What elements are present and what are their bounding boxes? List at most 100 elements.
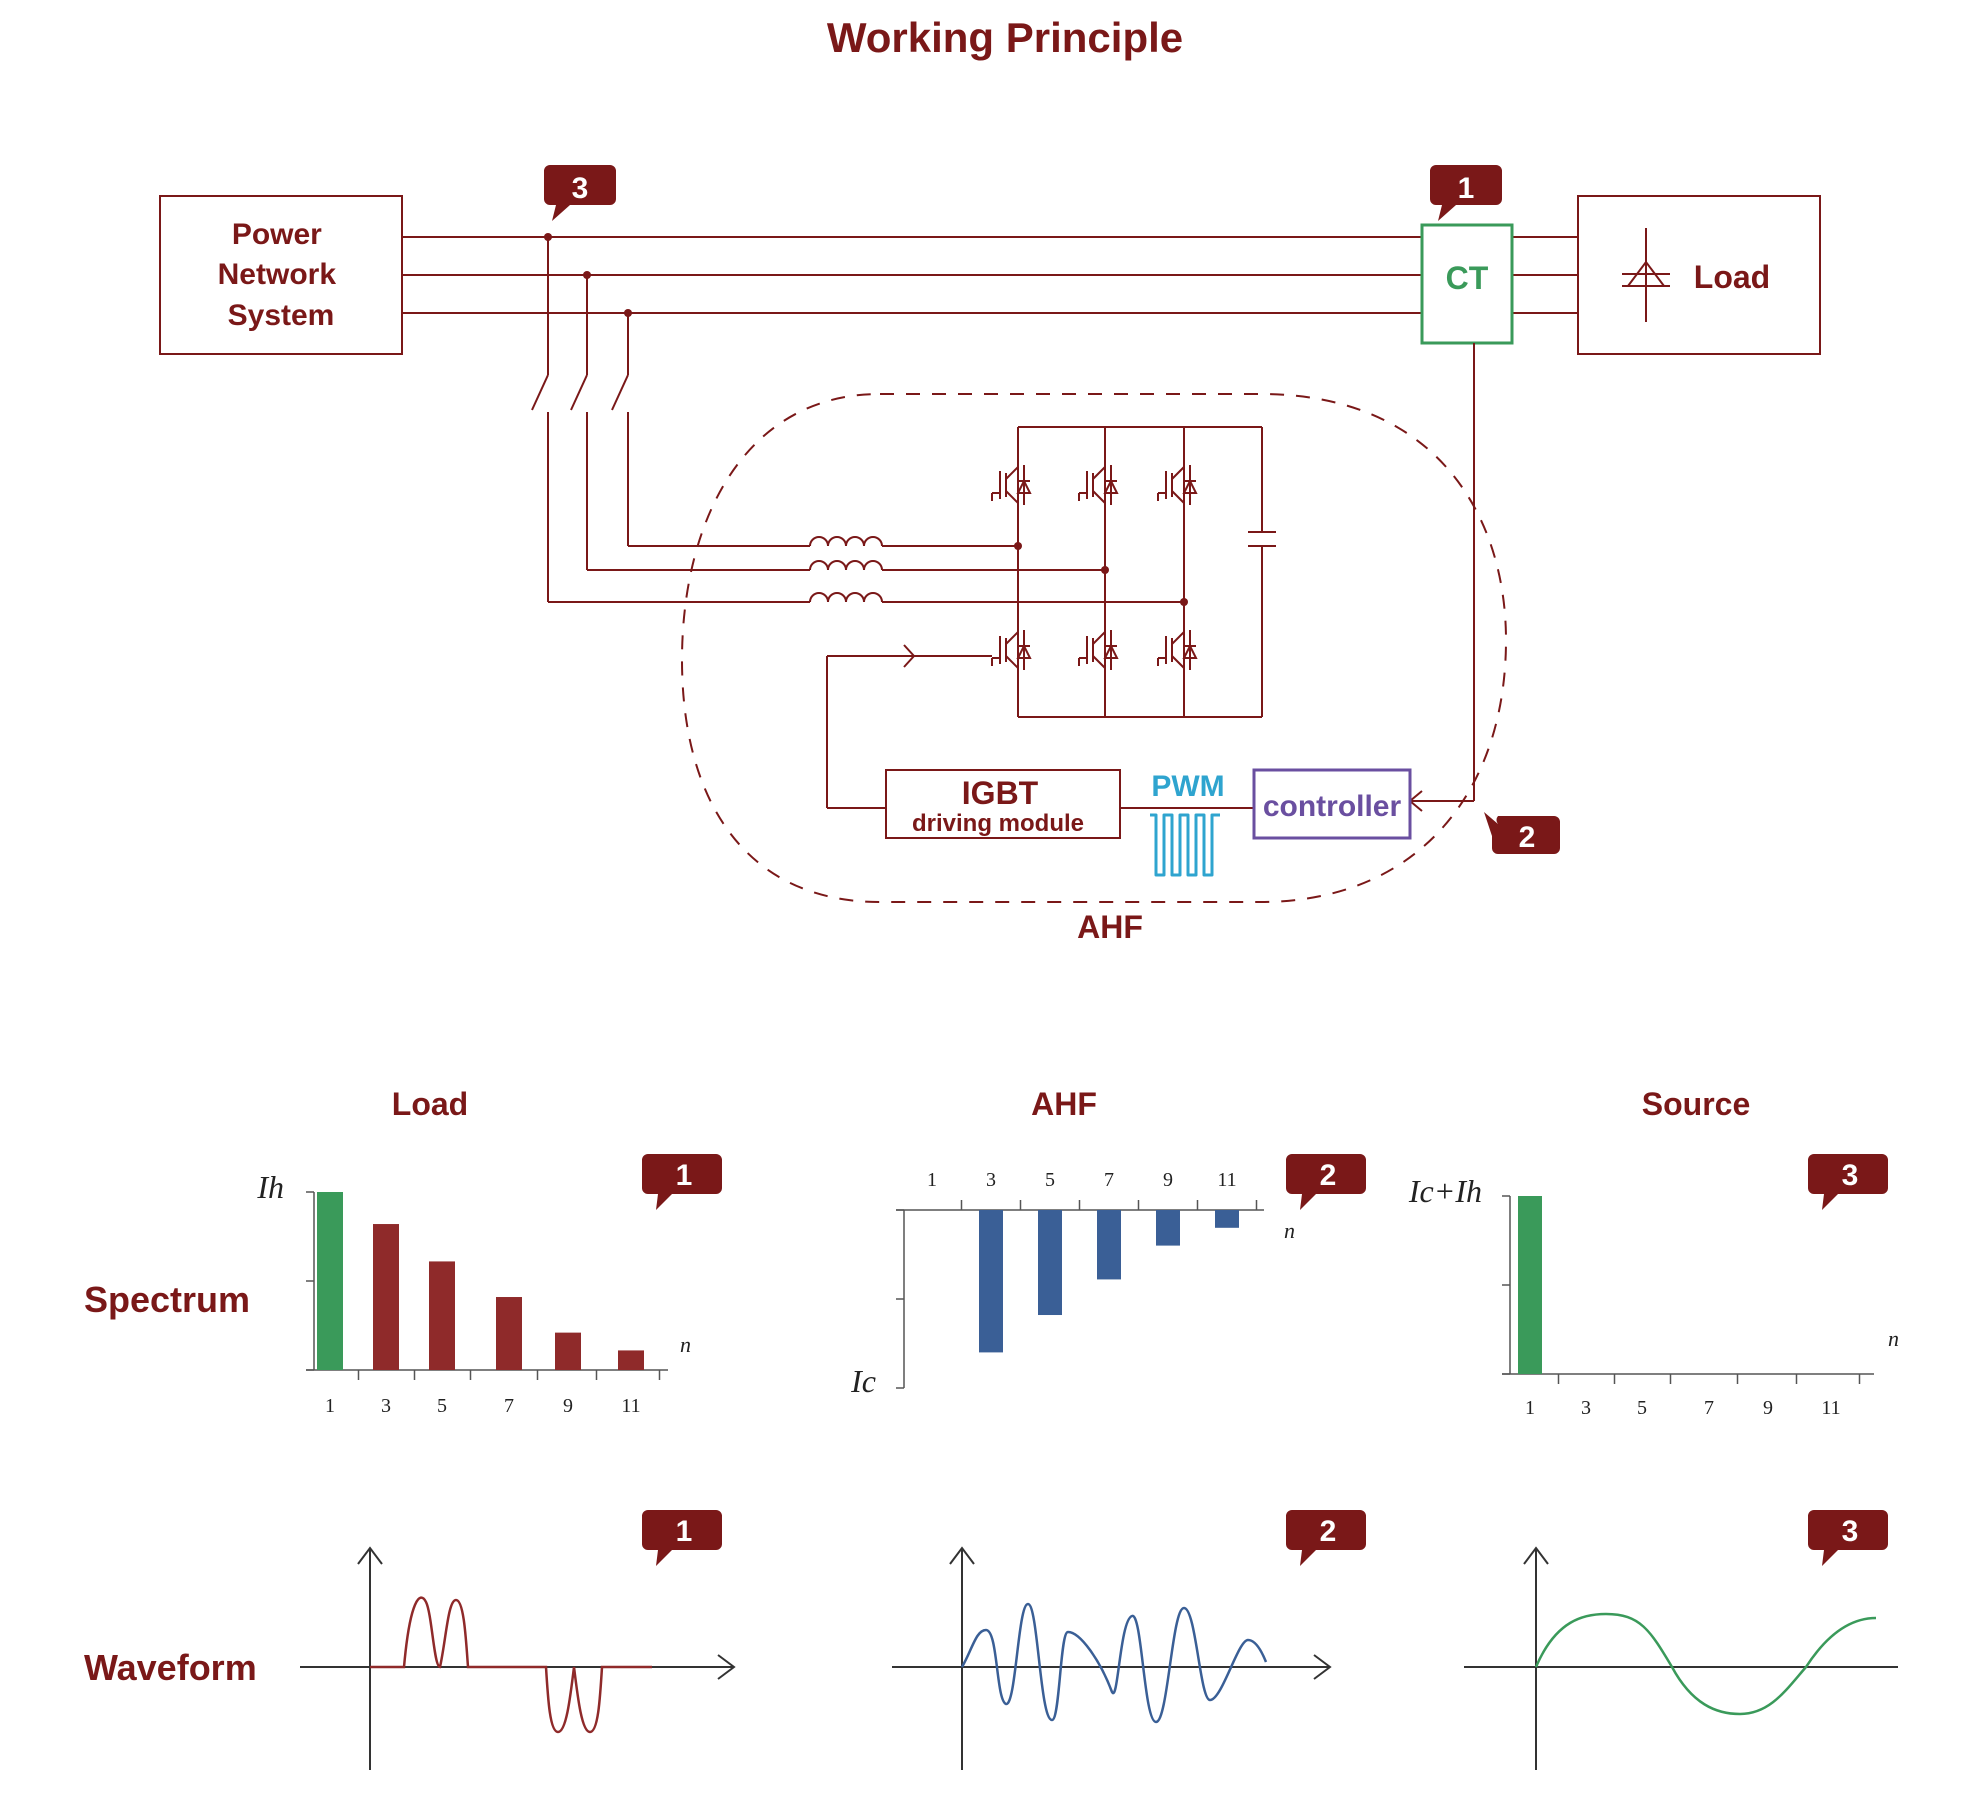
x-tick-label: 7 <box>504 1395 514 1417</box>
spectrum-chart-source: 1 3 5 7 9 11 n Ic+Ih <box>1408 1173 1899 1419</box>
gate-drive-wire <box>826 343 1475 812</box>
column-heading-ahf: AHF <box>1031 1086 1097 1122</box>
x-tick-label: 9 <box>1763 1397 1773 1419</box>
diode-load-icon <box>1622 228 1670 322</box>
row-label-waveform: Waveform <box>84 1647 257 1688</box>
badge-number: 2 <box>1320 1159 1337 1192</box>
spectrum-bar <box>1038 1210 1062 1316</box>
badge-shape <box>1808 1154 1888 1210</box>
power-network-box: Power Network System <box>159 195 403 355</box>
y-axis-label: Ic+Ih <box>1408 1173 1482 1209</box>
waveform-ahf-axes <box>892 1546 1332 1770</box>
badge-shape <box>1286 1510 1366 1566</box>
x-tick-label: 5 <box>1045 1169 1055 1191</box>
x-tick-label: 7 <box>1704 1397 1714 1419</box>
waveform-load-curve <box>370 1596 652 1734</box>
y-axis-label: Ic <box>850 1363 876 1399</box>
ct-box: CT <box>1420 223 1514 345</box>
power-network-label: Power Network System <box>218 218 345 332</box>
x-tick-label: 1 <box>1525 1397 1535 1419</box>
bridge-junctions <box>1014 542 1188 606</box>
x-tick-label: 3 <box>986 1169 996 1191</box>
controller-label: controller <box>1263 790 1402 823</box>
x-tick-label: 9 <box>1163 1169 1173 1191</box>
waveform-badge-1: 1 <box>642 1510 722 1566</box>
x-tick-label: 3 <box>381 1395 391 1417</box>
switches <box>531 237 629 602</box>
svg-text:1: 1 <box>1458 172 1475 205</box>
x-tick-label: 11 <box>621 1395 640 1417</box>
badge-number: 1 <box>676 1515 693 1548</box>
x-tick-label: 3 <box>1581 1397 1591 1419</box>
spectrum-bar <box>429 1261 455 1370</box>
waveform-ahf-curve <box>960 1602 1268 1724</box>
spectrum-bar <box>1097 1210 1121 1280</box>
waveform-source <box>1464 1546 1898 1770</box>
x-axis-label: n <box>1888 1326 1899 1351</box>
waveform-load <box>300 1546 736 1770</box>
callout-badge-2: 2 <box>1484 812 1560 854</box>
column-heading-source: Source <box>1642 1086 1750 1122</box>
badge-shape <box>1808 1510 1888 1566</box>
igbt-icon <box>1078 465 1119 505</box>
pwm-block: PWM <box>1150 770 1225 877</box>
spectrum-badge-3: 3 <box>1808 1154 1888 1210</box>
spectrum-bar <box>555 1332 581 1370</box>
ahf-boundary <box>680 393 1508 903</box>
waveform-badge-2: 2 <box>1286 1510 1366 1566</box>
igbt-bridge <box>1017 426 1276 718</box>
load-label: Load <box>1694 259 1770 295</box>
waveform-badge-3: 3 <box>1808 1510 1888 1566</box>
igbt-module-title: IGBT <box>962 775 1039 811</box>
x-axis-label: n <box>680 1332 691 1357</box>
x-tick-label: 9 <box>563 1395 573 1417</box>
controller-box: controller <box>1252 768 1412 840</box>
callout-badge-1: 1 <box>1430 165 1502 221</box>
badge-shape <box>642 1510 722 1566</box>
x-tick-label: 1 <box>325 1395 335 1417</box>
column-heading-load: Load <box>392 1086 468 1122</box>
igbt-icon <box>1157 465 1198 505</box>
spectrum-bar <box>979 1210 1003 1353</box>
circuit-diagram: Power Network System Load <box>159 165 1821 945</box>
waveform-source-curve <box>1534 1612 1877 1716</box>
row-label-spectrum: Spectrum <box>84 1279 250 1320</box>
igbt-icon <box>1157 630 1198 670</box>
page-title: Working Principle <box>827 14 1183 61</box>
ahf-label: AHF <box>1077 909 1143 945</box>
x-axis-label: n <box>1284 1218 1295 1243</box>
spectrum-bar <box>618 1350 644 1370</box>
x-tick-label: 5 <box>1637 1397 1647 1419</box>
spectrum-bar <box>317 1192 343 1370</box>
badge-number: 3 <box>1842 1159 1859 1192</box>
badge-shape <box>642 1154 722 1210</box>
badge-number: 1 <box>676 1159 693 1192</box>
waveform-load-axes <box>300 1546 736 1770</box>
pwm-pulse-icon <box>1150 813 1220 877</box>
waveform-source-axes <box>1464 1546 1898 1770</box>
spectrum-bar <box>1518 1196 1542 1374</box>
igbt-transistor-icons <box>991 465 1198 670</box>
x-tick-label: 11 <box>1821 1397 1840 1419</box>
badge-shape <box>1286 1154 1366 1210</box>
waveform-ahf <box>892 1546 1332 1770</box>
svg-text:2: 2 <box>1519 821 1536 854</box>
three-phase-bus <box>402 236 1578 314</box>
spectrum-bar <box>1156 1210 1180 1246</box>
pwm-label: PWM <box>1151 770 1224 803</box>
igbt-icon <box>991 630 1032 670</box>
ct-label: CT <box>1446 260 1489 296</box>
column-headings: Load AHF Source <box>392 1086 1750 1122</box>
spectrum-bar <box>373 1224 399 1370</box>
x-tick-label: 7 <box>1104 1169 1114 1191</box>
x-tick-label: 11 <box>1217 1169 1236 1191</box>
callout-badge-3: 3 <box>544 165 616 221</box>
igbt-icon <box>1078 630 1119 670</box>
spectrum-badge-2: 2 <box>1286 1154 1366 1210</box>
igbt-icon <box>991 465 1032 505</box>
